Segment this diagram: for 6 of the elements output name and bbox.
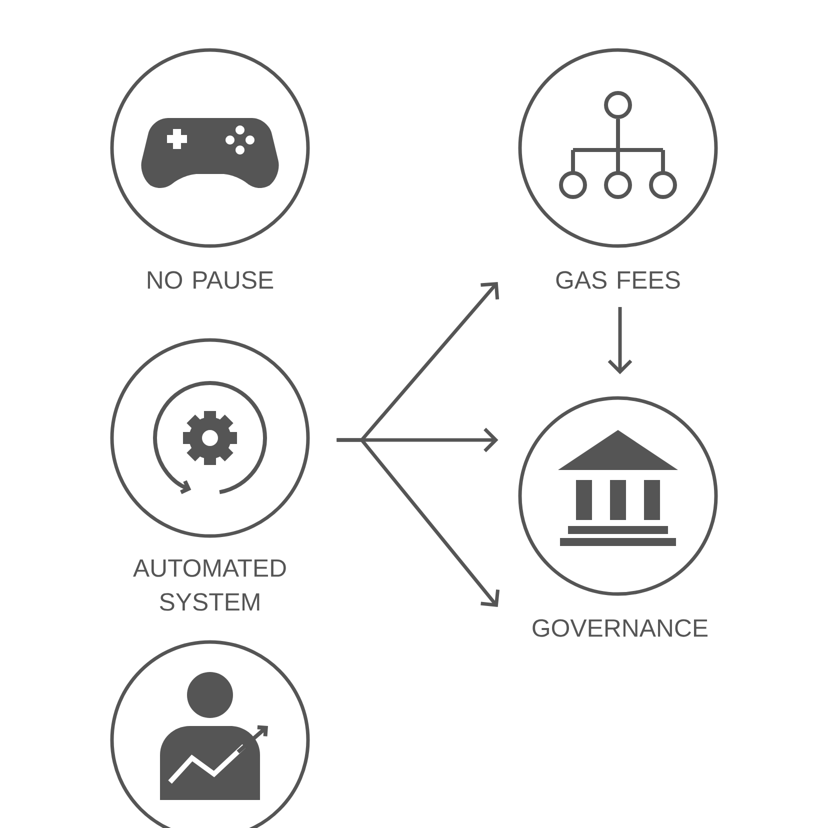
arrow	[336, 438, 500, 607]
node-label: GOVERNANCE	[532, 619, 708, 637]
node-label: NO PAUSE	[148, 271, 274, 289]
node-label: AUTOMATED SYSTEM	[133, 559, 286, 611]
arrow	[608, 307, 632, 374]
node-label: GAS FEES	[556, 271, 680, 289]
